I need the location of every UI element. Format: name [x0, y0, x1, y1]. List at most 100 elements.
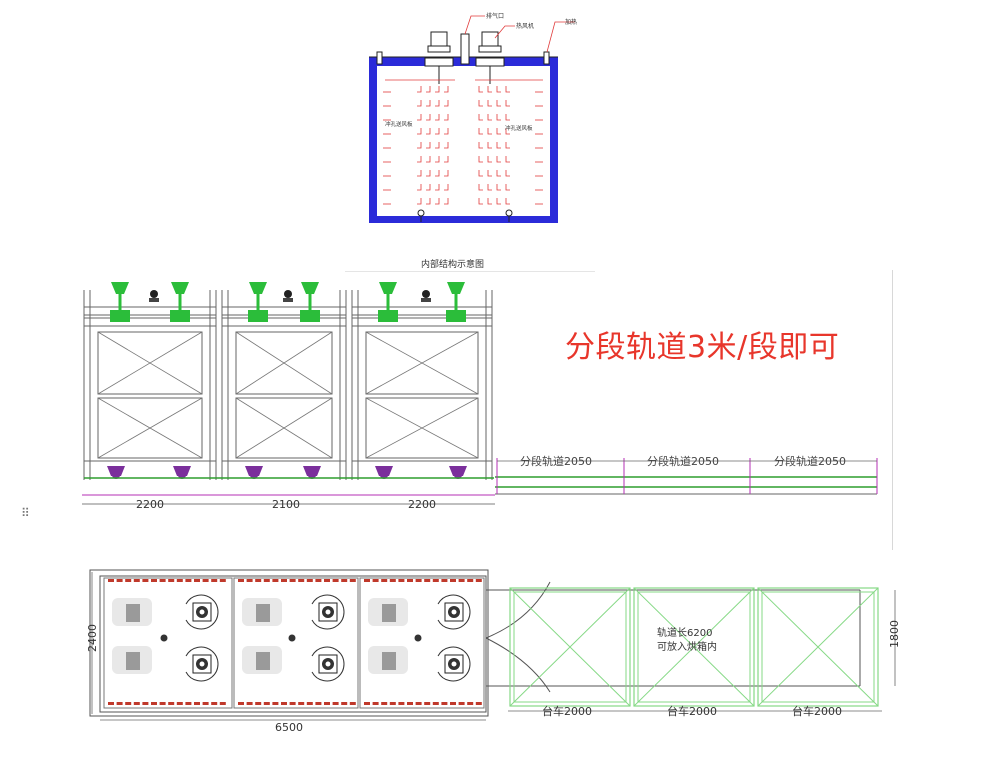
arrow-flow — [478, 142, 483, 149]
arrow-flow — [478, 170, 483, 177]
arrow-flow — [435, 198, 440, 205]
drag-handle-icon[interactable]: ⠿ — [21, 506, 30, 520]
green-fan-icon — [170, 282, 190, 322]
arrow-flow — [426, 100, 431, 107]
purple-wheel-icon — [303, 466, 321, 479]
track-note-line2: 可放入烘箱内 — [657, 640, 717, 653]
arrow-flow — [435, 128, 440, 135]
arrow-flow — [505, 114, 510, 121]
blower-fan-icon — [185, 646, 219, 682]
green-fan-icon — [378, 282, 398, 322]
arrow-flow — [478, 100, 483, 107]
green-fan-icon — [446, 282, 466, 322]
airflow-arrows — [383, 79, 543, 205]
oven-interior — [377, 66, 550, 216]
arrow-flow — [417, 184, 422, 191]
arrow-flow — [435, 142, 440, 149]
arrow-flow — [444, 198, 449, 205]
purple-wheel-icon — [449, 466, 467, 479]
arrow-flow — [496, 156, 501, 163]
arrow-flow — [426, 114, 431, 121]
title-underline — [345, 271, 595, 272]
arrow-flow — [444, 128, 449, 135]
green-fan-icon — [110, 282, 130, 322]
arrow-flow — [496, 128, 501, 135]
arrow-flow — [426, 128, 431, 135]
blower-fan-icon — [185, 594, 219, 630]
plan-module — [359, 577, 485, 709]
cart — [633, 587, 755, 707]
arrow-flow — [417, 142, 422, 149]
heater-right — [543, 51, 550, 65]
arrow-flow — [496, 142, 501, 149]
arrow-flow — [478, 198, 483, 205]
arrow-flow — [444, 170, 449, 177]
dim-module-1: 2200 — [136, 498, 164, 511]
rail-extension — [495, 458, 878, 495]
arrow-flow — [478, 184, 483, 191]
arrow-flow — [435, 156, 440, 163]
arrow-flow — [487, 86, 492, 93]
arrow-flow — [426, 198, 431, 205]
roof-fan-right — [475, 31, 505, 84]
blower-fan-icon — [311, 646, 345, 682]
heater-left — [376, 51, 383, 65]
arrow-flow — [496, 100, 501, 107]
arrow-flow — [435, 100, 440, 107]
arrow-flow — [487, 184, 492, 191]
arrow-flow — [487, 142, 492, 149]
arrow-flow — [435, 86, 440, 93]
arrow-flow — [496, 198, 501, 205]
green-fan-icon — [248, 282, 268, 322]
arrow-flow — [444, 184, 449, 191]
roof-fan-left — [424, 31, 454, 84]
track-note-line1: 轨道长6200 — [657, 626, 712, 639]
dim-height: 2400 — [86, 624, 99, 652]
arrow-flow — [505, 198, 510, 205]
arrow-flow — [487, 100, 492, 107]
arrow-flow — [417, 114, 422, 121]
dim-length: 6500 — [275, 721, 303, 734]
oven-module — [221, 282, 347, 480]
plan-inner-frame — [99, 575, 487, 713]
blower-fan-icon — [437, 646, 471, 682]
rail-segment-1: 分段轨道2050 — [520, 454, 592, 468]
blower-fan-icon — [437, 594, 471, 630]
arrow-flow — [496, 114, 501, 121]
arrow-flow — [496, 170, 501, 177]
arrow-flow — [478, 86, 483, 93]
rail-segment-2: 分段轨道2050 — [647, 454, 719, 468]
arrow-flow — [426, 142, 431, 149]
arrow-flow — [417, 128, 422, 135]
arrow-flow — [426, 184, 431, 191]
arrow-flow — [435, 184, 440, 191]
label-hot-air-unit: 热风机 — [516, 22, 534, 30]
arrow-flow — [435, 170, 440, 177]
purple-wheel-icon — [375, 466, 393, 479]
side-elevation-diagram: 分段轨道2050 分段轨道2050 分段轨道2050 2200 2100 220… — [82, 282, 878, 511]
arrow-flow — [444, 156, 449, 163]
cart-dim-2: 台车2000 — [667, 704, 717, 718]
arrow-flow — [505, 142, 510, 149]
bottom-wheel-left — [417, 209, 425, 222]
green-fan-icon — [300, 282, 320, 322]
center-pivot-icon — [160, 634, 168, 642]
purple-wheel-icon — [107, 466, 125, 479]
arrow-flow — [505, 128, 510, 135]
arrow-flow — [417, 86, 422, 93]
arrow-flow — [444, 100, 449, 107]
arrow-flow — [478, 128, 483, 135]
arrow-flow — [487, 128, 492, 135]
label-exhaust-port: 排气口 — [486, 12, 504, 20]
arrow-flow — [417, 100, 422, 107]
motor-icon — [421, 290, 431, 302]
bottom-wheel-right — [505, 209, 513, 222]
purple-wheel-icon — [245, 466, 263, 479]
plan-module — [103, 577, 233, 709]
arrow-flow — [505, 100, 510, 107]
vertical-divider — [892, 270, 893, 550]
cart — [757, 587, 879, 707]
arrow-flow — [435, 114, 440, 121]
plan-outer-frame — [89, 569, 489, 717]
arrow-flow — [505, 184, 510, 191]
